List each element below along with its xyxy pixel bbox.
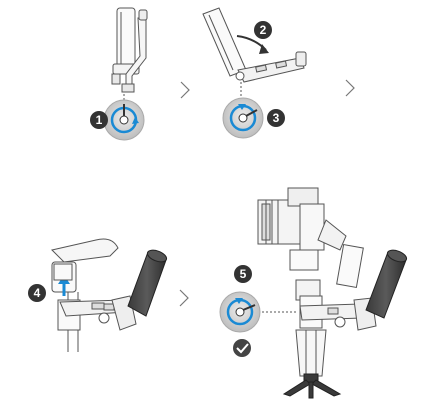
checkmark-icon [233, 339, 251, 357]
gimbal-axes [289, 219, 364, 301]
panel-step-4: 4 [28, 238, 168, 352]
grip-handle [127, 249, 168, 317]
svg-text:5: 5 [240, 267, 247, 281]
step-badge-4: 4 [28, 284, 46, 302]
arrow-head [259, 44, 269, 54]
lock-knob-icon [222, 97, 264, 139]
release-knob-icon [103, 99, 145, 141]
tripod [282, 373, 342, 399]
lock-knob-icon [219, 291, 261, 333]
chevron-right-icon [345, 79, 355, 97]
chevron-right-icon [180, 81, 190, 99]
panel-step-1: 1 [90, 7, 148, 141]
step-badge-5: 5 [234, 265, 252, 283]
panel-step-2: 2 3 [202, 7, 307, 139]
gimbal-handle-unfolding [202, 7, 307, 83]
camera [257, 187, 325, 251]
gimbal-handle-folded [111, 7, 148, 93]
panel-step-5: 5 [219, 187, 408, 399]
step-badge-3: 3 [267, 109, 285, 127]
gimbal-body-partial [51, 238, 137, 352]
svg-text:4: 4 [34, 286, 41, 300]
svg-text:1: 1 [96, 113, 103, 127]
chevron-right-icon [179, 289, 189, 307]
step-badge-2: 2 [254, 21, 272, 39]
step-badge-1: 1 [90, 111, 108, 129]
grip-handle [365, 249, 408, 319]
lock-switch [53, 263, 73, 281]
svg-text:3: 3 [273, 111, 280, 125]
svg-text:2: 2 [260, 23, 267, 37]
